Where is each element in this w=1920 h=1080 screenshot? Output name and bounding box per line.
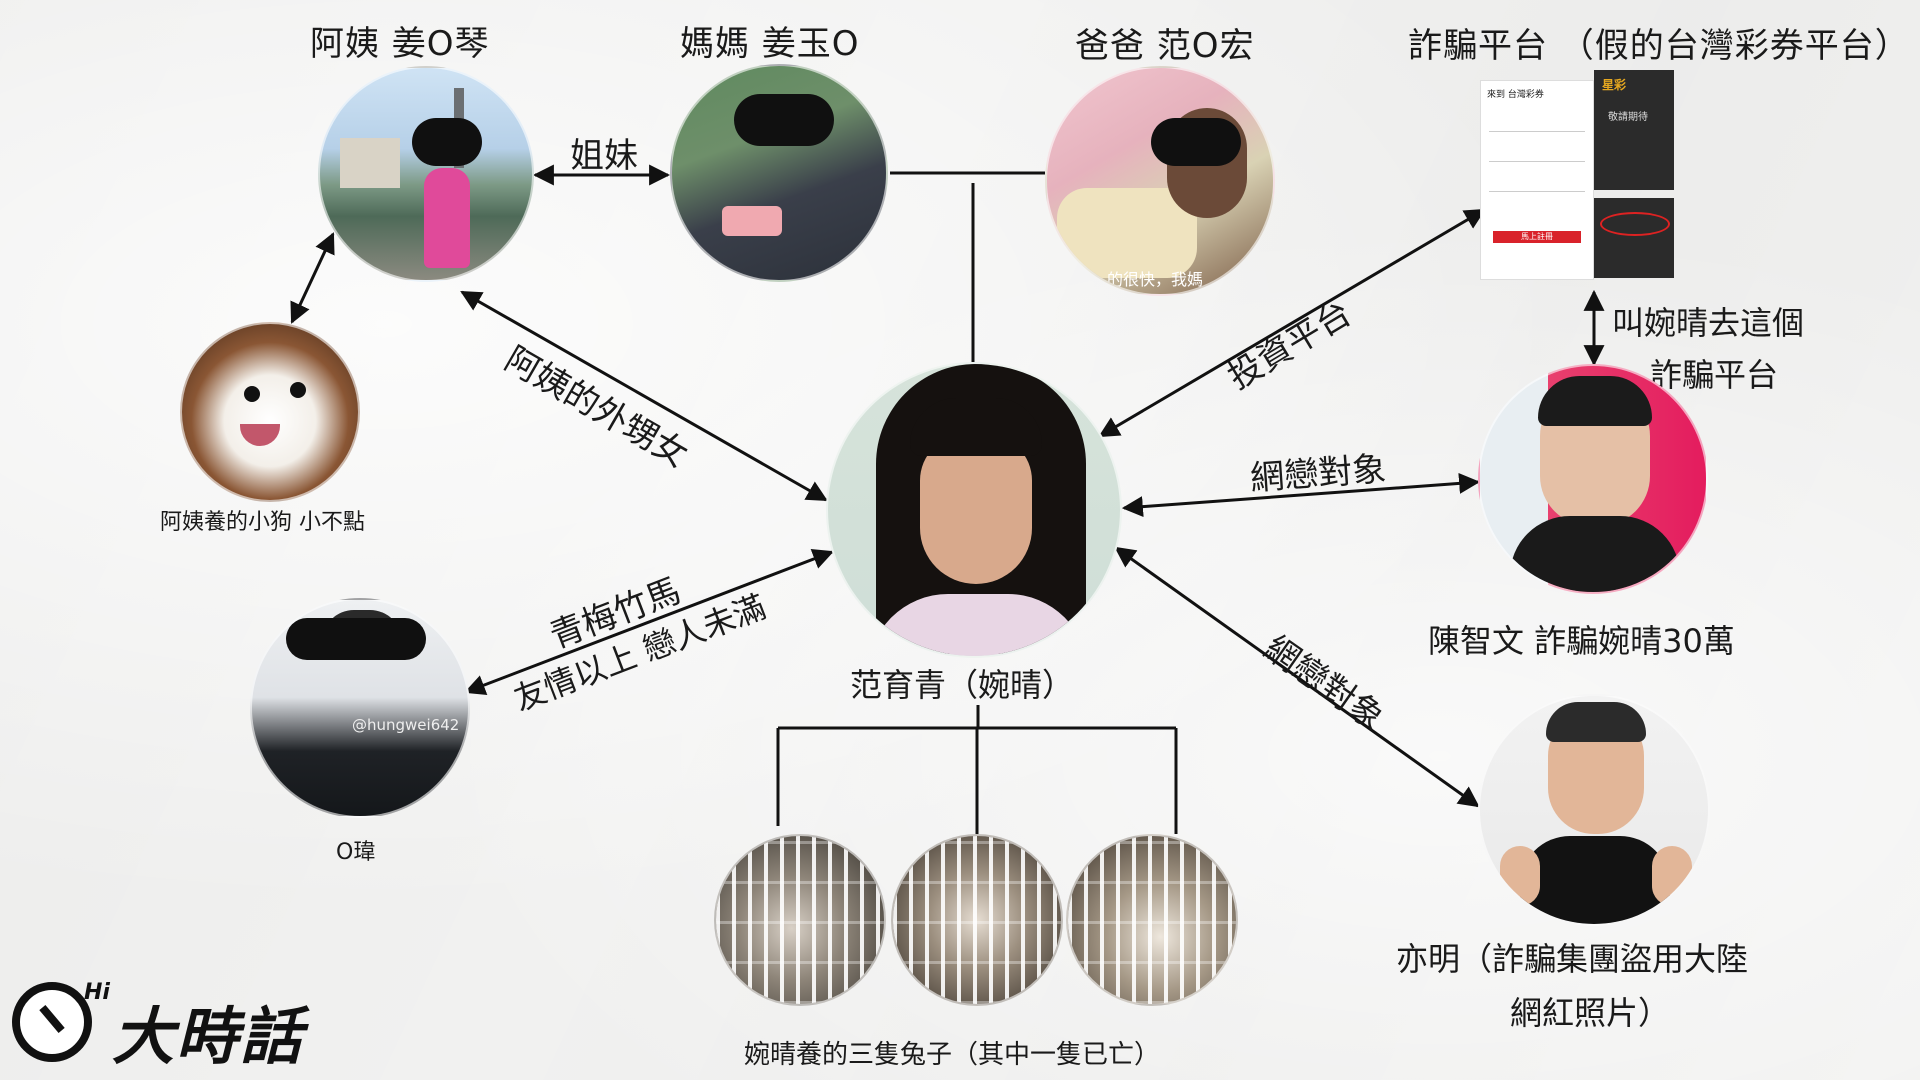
account-screen [1594, 198, 1674, 278]
cage-bars [716, 836, 884, 1004]
signup-field [1489, 151, 1585, 162]
scammer-name: 陳智文 詐騙婉晴30萬 [1428, 622, 1735, 660]
blanket-shape [1057, 188, 1197, 278]
tiktok-username: @hungwei642 [352, 716, 460, 734]
signup-screen: 來到 台灣彩券 馬上註冊 [1480, 80, 1594, 280]
signup-header: 來到 台灣彩券 [1487, 90, 1544, 100]
friend-photo: @hungwei642 [250, 598, 470, 818]
father-name: 爸爸 范O宏 [1075, 26, 1255, 66]
cage-bars [1068, 836, 1236, 1004]
mother-photo [670, 64, 888, 282]
dog-eye [244, 386, 260, 402]
signup-button: 馬上註冊 [1493, 231, 1581, 243]
yiming-name-line2: 網紅照片） [1510, 994, 1671, 1032]
brand-logo: 星彩 [1602, 78, 1627, 92]
dog-photo [180, 322, 360, 502]
platform-title: 詐騙平台 （假的台灣彩券平台） [1408, 26, 1910, 66]
platform-instruction-line1: 叫婉晴去這個 [1612, 304, 1805, 342]
signup-field [1489, 181, 1585, 192]
logo-text: 大時話 [112, 1000, 305, 1073]
dog-eye [290, 382, 306, 398]
signup-field [1489, 121, 1585, 132]
red-circle-mark [1600, 212, 1670, 236]
rabbit-photo-2 [891, 834, 1063, 1006]
clock-hand [39, 1004, 65, 1034]
tanktop-shape [1520, 836, 1670, 924]
shoulder-shape [1500, 846, 1540, 906]
aunt-name: 阿姨 姜O琴 [310, 24, 490, 64]
relation-online-love-1: 網戀對象 [1249, 449, 1388, 499]
hair-shape [1546, 702, 1646, 742]
building-shape [340, 138, 400, 188]
scammer-photo [1478, 364, 1708, 594]
hair-shape [1538, 376, 1652, 426]
brand-tagline: 敬請期待 [1608, 112, 1648, 123]
face-censor [286, 618, 426, 660]
logo-badge: Hi [84, 980, 110, 1005]
platform-screenshots: 來到 台灣彩券 馬上註冊 星彩 敬請期待 [1470, 70, 1678, 292]
clock-icon [12, 982, 92, 1062]
dog-name: 阿姨養的小狗 小不點 [160, 510, 365, 535]
relation-sisters: 姐妹 [570, 136, 638, 176]
yiming-photo [1478, 694, 1710, 926]
shoulder-shape [1652, 846, 1692, 906]
rabbit-photo-1 [714, 834, 886, 1006]
bangs-shape [910, 398, 1042, 456]
rabbits-caption: 婉晴養的三隻兔子（其中一隻已亡） [744, 1040, 1161, 1070]
father-photo: 的很快，我媽 [1045, 66, 1275, 296]
friend-name: O瑋 [336, 840, 376, 865]
face-censor [412, 118, 482, 166]
rabbit-photo-3 [1066, 834, 1238, 1006]
cage-bars [893, 836, 1061, 1004]
father-photo-caption: 的很快，我媽 [1107, 270, 1204, 289]
face-censor [734, 94, 834, 146]
face-censor [1151, 118, 1241, 166]
center-name: 范育青（婉晴） [850, 666, 1075, 704]
platform-instruction-line2: 詐騙平台 [1650, 356, 1779, 394]
yiming-name-line1: 亦明（詐騙集團盜用大陸 [1396, 940, 1749, 978]
jacket-shape [1510, 516, 1680, 592]
face-shape [920, 434, 1032, 584]
center-photo [826, 362, 1122, 658]
brand-logo: Hi 大時話 [12, 980, 352, 1073]
aunt-photo [318, 66, 534, 282]
cake-shape [722, 206, 782, 236]
person-shape [424, 168, 470, 268]
mother-name: 媽媽 姜玉O [680, 24, 860, 64]
dog-mouth [240, 424, 280, 446]
brand-screen: 星彩 敬請期待 [1594, 70, 1674, 190]
